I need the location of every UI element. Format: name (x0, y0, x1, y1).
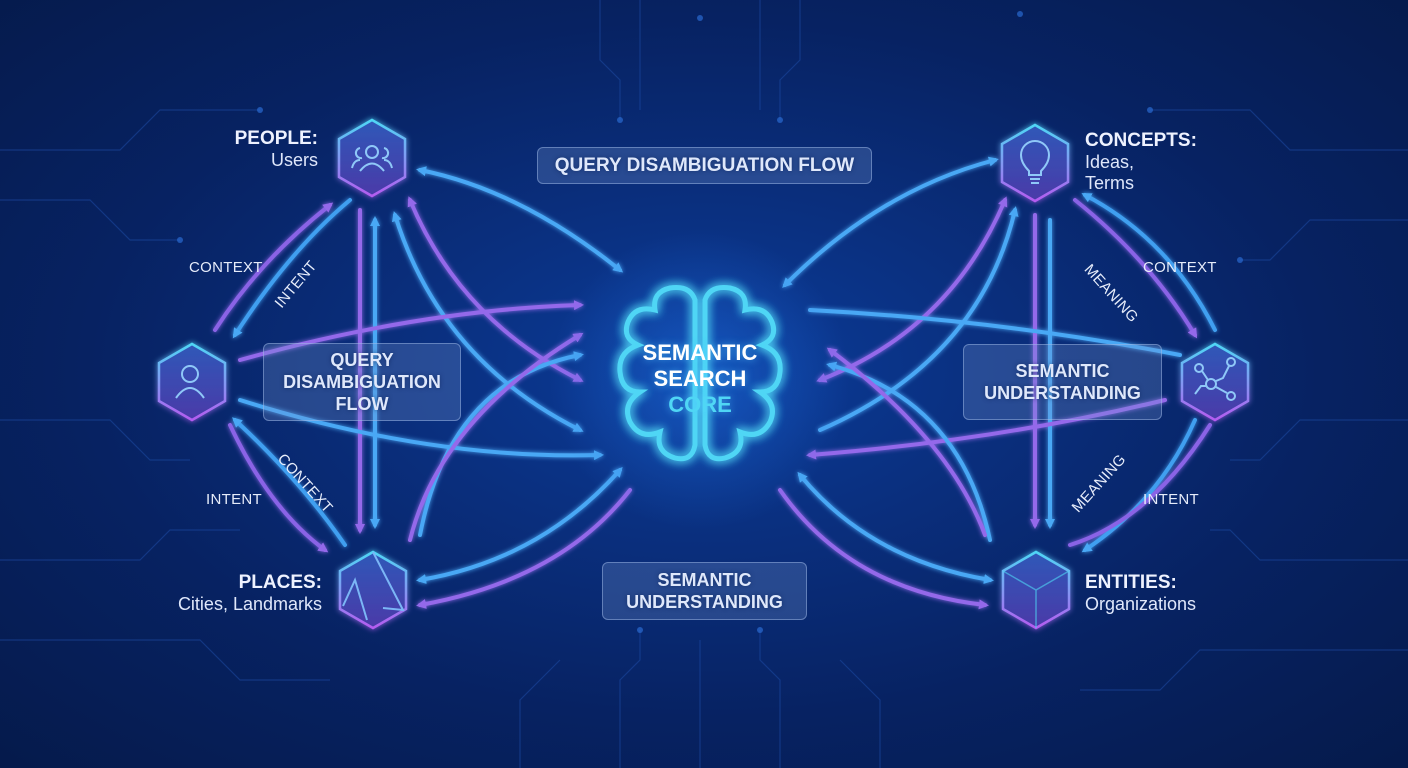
flow-tag-intent: INTENT (206, 491, 262, 508)
network-node[interactable] (1180, 342, 1250, 422)
semantic-understanding-panel-right: SEMANTIC UNDERSTANDING (963, 344, 1162, 420)
flow-tag-intent: INTENT (1143, 491, 1199, 508)
semantic-understanding-panel-bottom: SEMANTIC UNDERSTANDING (602, 562, 807, 620)
places-node[interactable] (338, 550, 408, 630)
flow-tag-context: CONTEXT (189, 259, 263, 276)
panel-left-line3: FLOW (335, 394, 389, 414)
map-landmark-icon (342, 551, 405, 621)
concepts-subtitle-line2: Terms (1085, 172, 1134, 193)
network-graph-icon (1194, 357, 1236, 401)
people-subtitle: Users (270, 149, 318, 170)
core-label-line2: SEARCH (653, 366, 747, 391)
people-node[interactable] (337, 118, 407, 198)
core-label: SEMANTIC SEARCH CORE (600, 340, 800, 418)
concepts-title: CONCEPTS: (1085, 130, 1197, 151)
panel-right-line1: SEMANTIC (1015, 361, 1110, 381)
core-label-line3: CORE (668, 392, 732, 417)
concepts-subtitle-line1: Ideas, (1085, 151, 1135, 172)
users-group-icon (351, 145, 393, 172)
entities-subtitle: Organizations (1085, 593, 1197, 614)
places-title: PLACES: (238, 572, 322, 593)
flow-tag-context: CONTEXT (1143, 259, 1217, 276)
panel-left-line1: QUERY (330, 350, 394, 370)
user-node[interactable] (157, 342, 227, 422)
people-title: PEOPLE: (234, 128, 318, 149)
panel-left-line2: DISAMBIGUATION (283, 372, 441, 392)
query-disambiguation-panel-left: QUERY DISAMBIGUATION FLOW (263, 343, 461, 421)
people-label: PEOPLE: Users (200, 128, 318, 171)
core-label-line1: SEMANTIC (642, 340, 758, 365)
entities-node[interactable] (1001, 550, 1071, 630)
panel-bottom-line1: SEMANTIC (657, 570, 752, 590)
entities-title: ENTITIES: (1085, 572, 1177, 593)
concepts-label: CONCEPTS: Ideas, Terms (1085, 130, 1215, 193)
concepts-node[interactable] (1000, 123, 1070, 203)
lightbulb-icon (1019, 140, 1051, 184)
panel-bottom-line2: UNDERSTANDING (626, 592, 783, 612)
entities-label: ENTITIES: Organizations (1085, 572, 1235, 615)
places-subtitle: Cities, Landmarks (177, 593, 322, 614)
cube-icon (1002, 570, 1070, 628)
user-icon (175, 365, 205, 399)
panel-right-line2: UNDERSTANDING (984, 383, 1141, 403)
query-disambiguation-panel-top-text: QUERY DISAMBIGUATION FLOW (554, 154, 855, 176)
places-label: PLACES: Cities, Landmarks (140, 572, 322, 615)
query-disambiguation-panel-top: QUERY DISAMBIGUATION FLOW (537, 147, 872, 184)
